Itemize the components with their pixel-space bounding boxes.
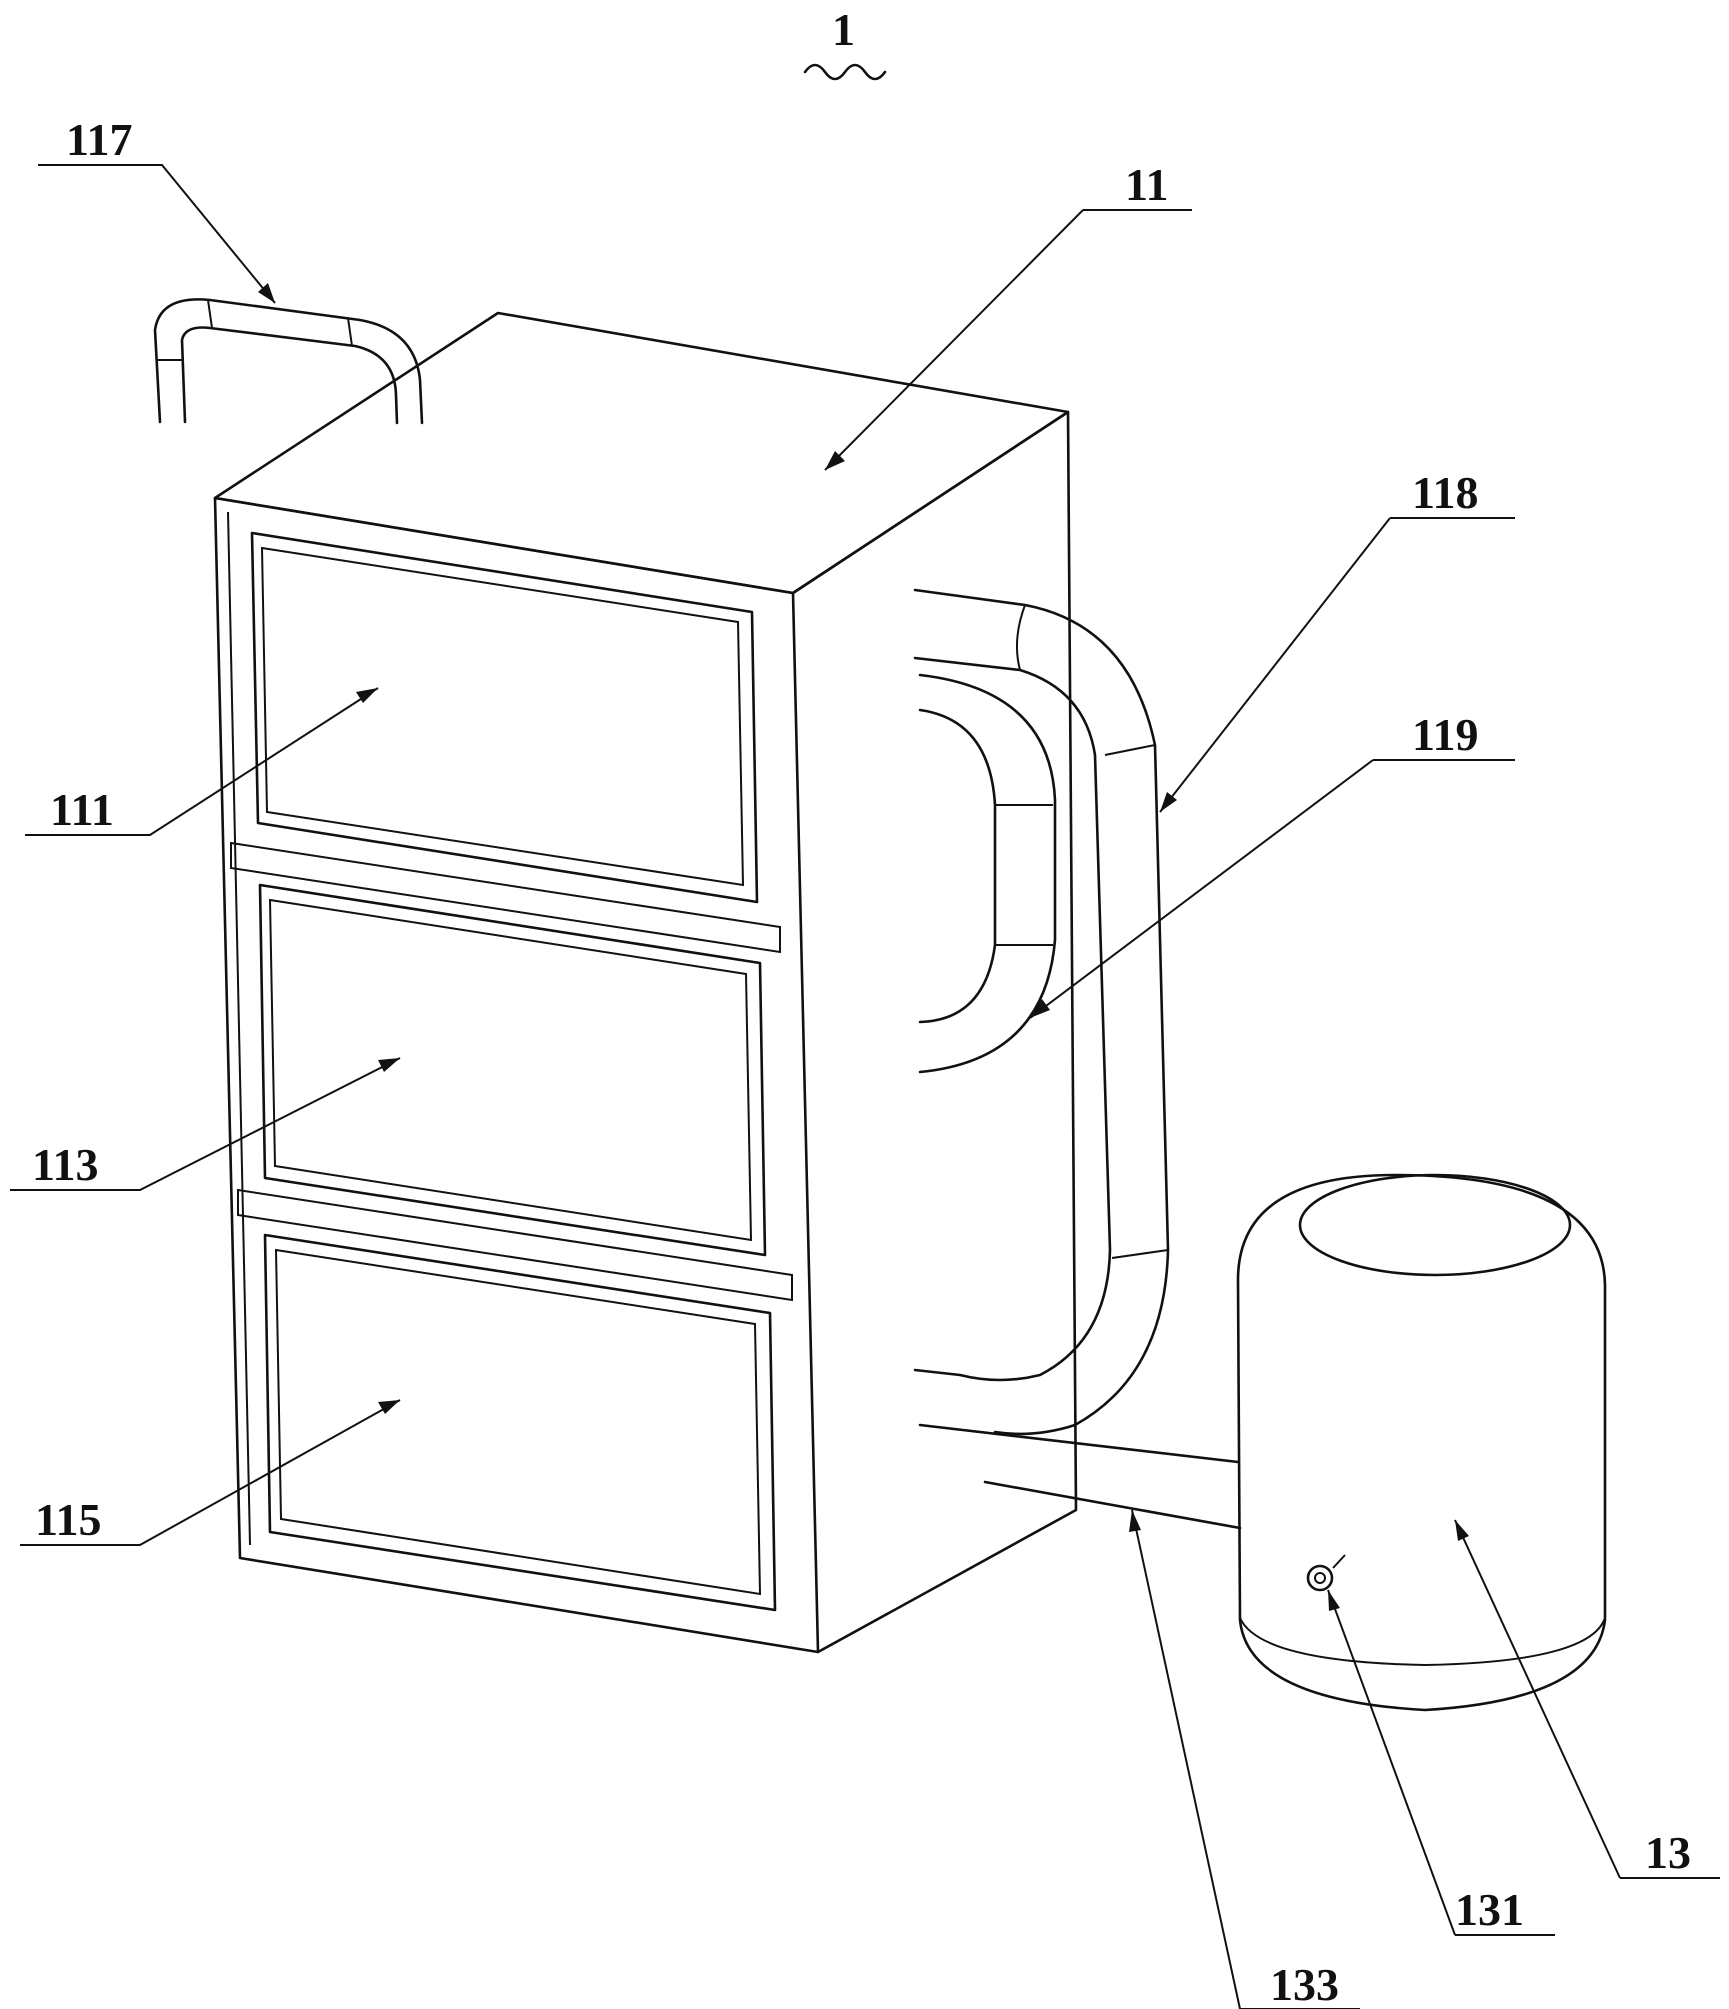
leader-lines <box>10 164 1720 2009</box>
reference-labels: 117 11 118 119 111 113 115 13 131 133 <box>32 114 1691 2009</box>
figure-reference: 1 <box>803 4 887 81</box>
pipe-133 <box>918 1423 1242 1530</box>
tank-13 <box>1236 1173 1607 1712</box>
label-13: 13 <box>1645 1827 1691 1878</box>
leader-133 <box>1131 1509 1360 2009</box>
arrowhead <box>258 283 275 303</box>
drawer-111-frame <box>250 531 759 904</box>
leader-13 <box>1454 1519 1720 1879</box>
pipe-133-top <box>918 1423 1240 1464</box>
arrowhead <box>1129 1510 1141 1532</box>
label-117: 117 <box>66 114 132 165</box>
drawer-113-panel <box>268 898 753 1242</box>
drawer-115-frame <box>263 1233 777 1612</box>
tank-base-line <box>1239 1617 1606 1667</box>
pipe-117 <box>153 298 424 425</box>
leader-111 <box>25 687 379 836</box>
drawer-111[interactable] <box>250 531 759 904</box>
pipe-119-outer <box>918 673 1057 1074</box>
cabinet-side-face <box>791 410 1078 1654</box>
arrowhead <box>1455 1520 1469 1541</box>
pipe-119-inner <box>918 708 997 1024</box>
separator-bar <box>230 841 781 954</box>
drawer-115-panel <box>274 1248 762 1596</box>
drawer-111-panel <box>260 546 745 887</box>
arrowhead <box>378 1400 400 1414</box>
tank-body <box>1236 1173 1607 1712</box>
pipe-117-inner <box>180 326 399 425</box>
label-133: 133 <box>1270 1959 1339 2009</box>
label-111: 111 <box>50 784 114 835</box>
arrowhead <box>356 688 378 703</box>
pipe-119 <box>918 673 1057 1074</box>
pipe-118 <box>913 588 1170 1436</box>
separator-bar <box>237 1188 793 1302</box>
pipe-117-outer <box>153 298 424 425</box>
pipe-119-joints <box>995 804 1053 946</box>
arrowhead <box>1030 999 1050 1018</box>
tank-lid <box>1298 1173 1572 1277</box>
arrowhead <box>378 1058 400 1072</box>
label-119: 119 <box>1412 709 1478 760</box>
label-131: 131 <box>1455 1884 1524 1935</box>
pipe-117-joints <box>157 299 353 361</box>
label-118: 118 <box>1412 467 1478 518</box>
drawer-113[interactable] <box>258 883 767 1257</box>
label-113: 113 <box>32 1139 98 1190</box>
label-11: 11 <box>1125 159 1168 210</box>
leader-113 <box>10 1057 401 1191</box>
cabinet-front-edge <box>227 511 251 1546</box>
leader-117 <box>38 164 276 304</box>
arrowhead <box>1160 792 1177 812</box>
pipe-118-joints <box>1016 604 1169 1259</box>
valve-131-icon[interactable] <box>1306 1554 1346 1592</box>
cabinet-front-face <box>213 496 820 1654</box>
cabinet-body <box>213 311 1078 1654</box>
drawer-113-frame <box>258 883 767 1257</box>
tilde-mark <box>803 63 887 81</box>
leader-119 <box>1029 759 1515 1019</box>
leader-118 <box>1159 517 1515 813</box>
leader-11 <box>824 209 1192 471</box>
label-115: 115 <box>35 1494 101 1545</box>
drawer-115[interactable] <box>263 1233 777 1612</box>
pipe-118-outer <box>913 588 1170 1436</box>
pipe-133-bottom <box>983 1480 1242 1530</box>
arrowhead <box>1328 1590 1340 1611</box>
arrowhead <box>825 451 845 470</box>
pipe-118-inner <box>913 656 1112 1382</box>
leader-131 <box>1327 1589 1555 1936</box>
figure-number: 1 <box>832 4 855 55</box>
leader-115 <box>20 1399 401 1546</box>
